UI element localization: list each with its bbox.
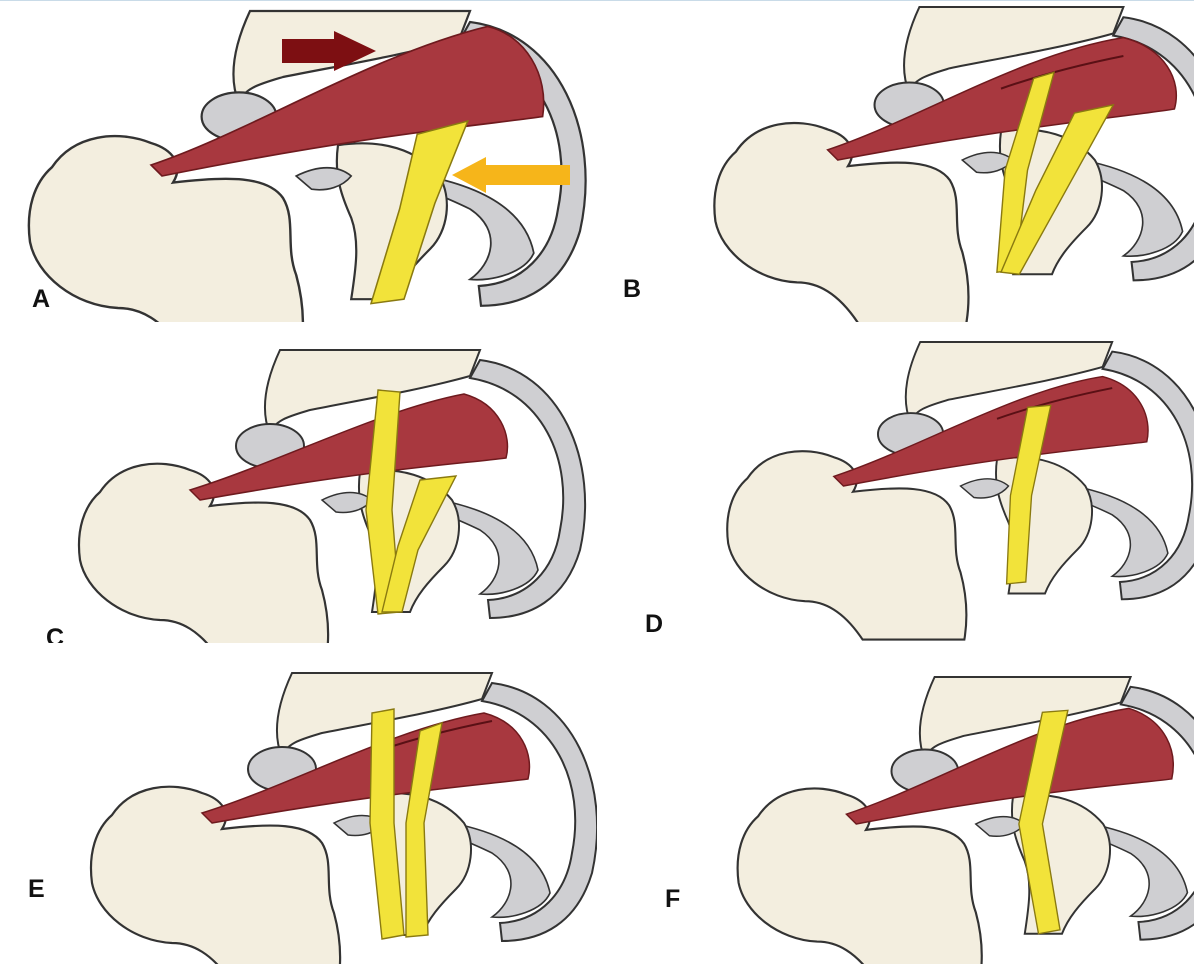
panel-label-d: D xyxy=(645,612,663,637)
hip-illustration-f xyxy=(597,643,1194,964)
panel-f: F xyxy=(597,643,1194,964)
hip-illustration-b xyxy=(597,1,1194,322)
hip-drawing-group xyxy=(79,350,585,643)
hip-drawing-group xyxy=(91,673,597,964)
panel-a: A xyxy=(0,1,597,322)
panel-label-a: A xyxy=(32,287,50,312)
panel-d: D xyxy=(597,322,1194,643)
hip-drawing-group xyxy=(714,7,1194,322)
hip-drawing-group xyxy=(727,342,1194,640)
hip-illustration-a xyxy=(0,1,597,322)
panel-label-f: F xyxy=(665,887,680,912)
hip-illustration-d xyxy=(597,322,1194,643)
panel-b: B xyxy=(597,1,1194,322)
panel-e: E xyxy=(0,643,597,964)
hip-drawing-group xyxy=(738,677,1194,964)
panel-c: C xyxy=(0,322,597,643)
hip-illustration-c xyxy=(0,322,597,643)
panel-label-e: E xyxy=(28,877,45,902)
panel-label-b: B xyxy=(623,277,641,302)
hip-illustration-e xyxy=(0,643,597,964)
panel-label-c: C xyxy=(46,626,64,643)
